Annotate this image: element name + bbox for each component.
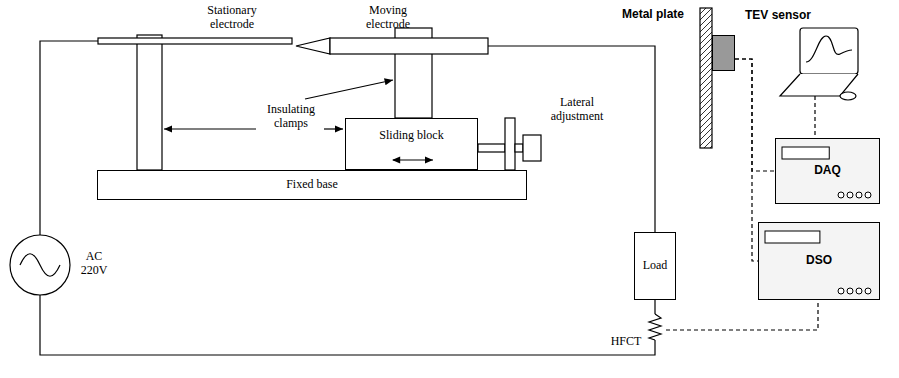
adjust-screw <box>515 144 523 152</box>
electrode-tip <box>296 38 330 54</box>
wire <box>40 41 98 235</box>
metal-plate <box>700 8 712 148</box>
base-block: Fixed base <box>97 170 527 200</box>
sine-symbol <box>20 254 60 277</box>
node-label: DSO <box>806 254 832 267</box>
sensor-label: TEV sensor <box>745 9 811 22</box>
stationary-electrode <box>98 38 292 44</box>
node-label: Sliding block <box>379 129 443 142</box>
leader-arrow <box>305 80 393 99</box>
part-label: Stationary electrode <box>200 4 264 32</box>
part-label: Moving electrode <box>355 4 421 32</box>
ac-source <box>10 235 70 295</box>
load-box: Load <box>634 232 676 300</box>
source-label: AC 220V <box>76 250 112 278</box>
slide-arrow <box>383 155 443 165</box>
mouse <box>840 92 856 100</box>
tev-sensor: TEV sensor <box>712 35 735 71</box>
node-label: Fixed base <box>286 178 338 191</box>
wire <box>40 295 655 355</box>
sliding-block: Sliding block <box>345 118 478 170</box>
signal-line <box>814 96 815 138</box>
adjust-knob <box>523 135 541 161</box>
moving-electrode <box>330 38 488 54</box>
adjust-bracket <box>505 118 515 170</box>
node-label: DAQ <box>814 164 841 177</box>
leader-arrow <box>164 128 256 129</box>
daq-instrument: DAQ <box>775 138 880 204</box>
insulating-clamp <box>137 35 162 170</box>
signal-line <box>735 59 775 171</box>
node-label: Load <box>643 259 668 272</box>
signal-line <box>666 300 818 330</box>
part-label: Metal plate <box>612 8 694 22</box>
leader-arrow <box>324 128 343 129</box>
dso-instrument: DSO <box>758 222 880 300</box>
adjust-screw <box>478 144 505 152</box>
hfct-symbol <box>649 314 661 340</box>
sensor-label: HFCT <box>606 335 646 349</box>
waveform <box>806 36 852 62</box>
part-label: Lateral adjustment <box>542 96 612 124</box>
laptop-screen <box>800 28 858 74</box>
signal-line <box>735 59 758 261</box>
part-label: Insulating clamps <box>260 103 322 131</box>
